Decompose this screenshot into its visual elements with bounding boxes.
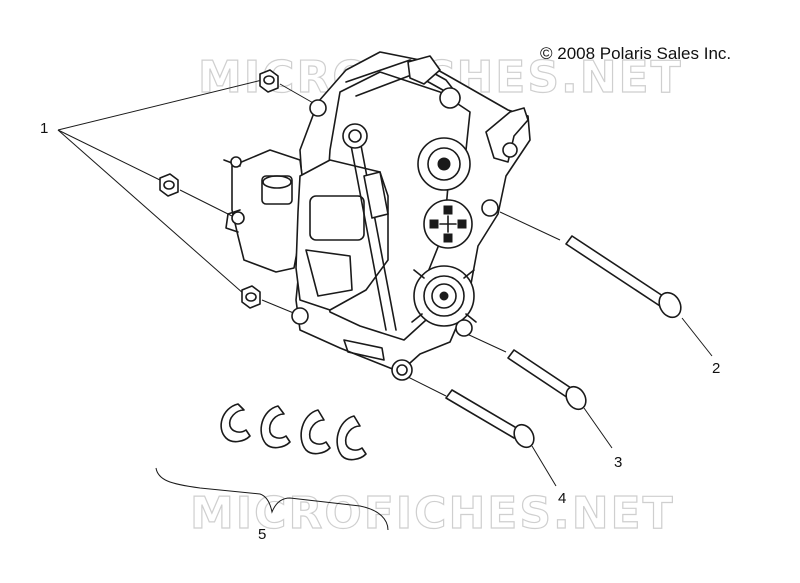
callout-1: 1 — [40, 120, 49, 137]
nut-middle — [159, 173, 179, 197]
callout-5: 5 — [258, 526, 267, 543]
callout-3: 3 — [614, 454, 623, 471]
leader-line-4 — [531, 445, 557, 487]
callout-4: 4 — [558, 490, 567, 507]
group-brace-5 — [155, 467, 389, 531]
callout-2: 2 — [712, 360, 721, 377]
gearcase-assembly — [223, 51, 531, 381]
nut-top — [259, 69, 279, 93]
leader-lines-1 — [57, 79, 263, 295]
leader-line-2 — [681, 317, 713, 357]
copyright-notice: © 2008 Polaris Sales Inc. — [540, 44, 732, 63]
watermark-bottom: MICROFICHES.NET — [190, 488, 675, 539]
bolt-4 — [445, 389, 535, 449]
bolt-3 — [507, 349, 587, 411]
nut-bottom — [241, 285, 261, 309]
bolt-2 — [565, 235, 682, 319]
clip-set — [220, 403, 367, 461]
lower-output-gear — [411, 265, 477, 327]
middle-gear — [423, 199, 473, 249]
leader-line-3 — [583, 407, 613, 449]
